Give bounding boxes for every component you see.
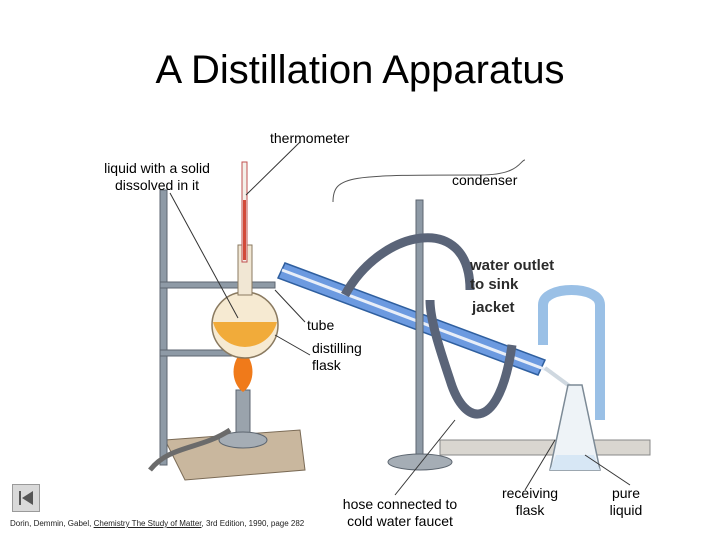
slide-nav-button[interactable] bbox=[12, 484, 40, 512]
label-condenser: condenser bbox=[452, 172, 518, 188]
condenser-brace bbox=[332, 159, 526, 203]
citation-book: Chemistry The Study of Matter bbox=[93, 519, 202, 528]
label-liquid-with-solid: liquid with a solid dissolved in it bbox=[92, 160, 222, 194]
label-hose-line1: hose connected to bbox=[342, 496, 458, 512]
label-jacket: jacket bbox=[472, 299, 515, 316]
label-receiving-flask: receiving flask bbox=[490, 485, 570, 519]
slide-title: A Distillation Apparatus bbox=[155, 48, 565, 92]
outlet-u-tube bbox=[538, 285, 605, 420]
flask-liquid bbox=[213, 322, 277, 347]
label-receiving-line1: receiving bbox=[501, 485, 559, 501]
label-distilling-line2: flask bbox=[312, 357, 341, 373]
flame-icon bbox=[233, 350, 253, 392]
label-water-outlet-line1: water outlet bbox=[470, 257, 555, 274]
hose-inlet bbox=[425, 299, 517, 419]
label-thermometer: thermometer bbox=[270, 130, 350, 146]
label-receiving-line2: flask bbox=[515, 502, 545, 518]
base-plate-right bbox=[439, 439, 651, 456]
label-liquid-line2: dissolved in it bbox=[114, 177, 200, 193]
ring-stand-clamp-arm bbox=[159, 281, 276, 289]
burner-tube bbox=[235, 389, 251, 436]
leader-hose bbox=[394, 419, 456, 496]
label-pure-liquid: pure liquid bbox=[598, 485, 654, 519]
citation: Dorin, Demmin, Gabel, Chemistry The Stud… bbox=[10, 519, 304, 528]
label-pure-line2: liquid bbox=[609, 502, 643, 518]
burner-base bbox=[218, 431, 268, 449]
label-water-outlet: water outlet to sink bbox=[470, 256, 554, 294]
label-tube: tube bbox=[307, 317, 335, 333]
leader-liquid bbox=[169, 192, 239, 319]
previous-slide-icon bbox=[19, 491, 33, 505]
leader-receiving bbox=[524, 439, 556, 491]
label-distilling-flask: distilling flask bbox=[312, 340, 362, 374]
label-hose-line2: cold water faucet bbox=[347, 513, 453, 529]
leader-distilling bbox=[274, 334, 311, 356]
label-pure-line1: pure bbox=[611, 485, 641, 501]
citation-authors: Dorin, Demmin, Gabel, bbox=[10, 519, 92, 528]
leader-pure bbox=[584, 454, 631, 486]
label-hose: hose connected to cold water faucet bbox=[330, 496, 470, 530]
label-liquid-line1: liquid with a solid bbox=[104, 160, 210, 176]
citation-edition: , 3rd Edition, 1990, page 282 bbox=[201, 519, 305, 528]
hose-outlet bbox=[341, 233, 475, 298]
label-distilling-line1: distilling bbox=[312, 340, 362, 356]
leader-tube bbox=[274, 289, 306, 323]
ring-stand-rod-left bbox=[159, 189, 168, 466]
ring-stand-base-right bbox=[387, 453, 453, 471]
leader-thermometer bbox=[245, 141, 301, 196]
receiving-flask-liquid bbox=[550, 455, 600, 470]
thermometer-red-column bbox=[243, 200, 246, 260]
hose-to-burner bbox=[148, 427, 232, 472]
label-water-outlet-line2: to sink bbox=[470, 276, 519, 293]
